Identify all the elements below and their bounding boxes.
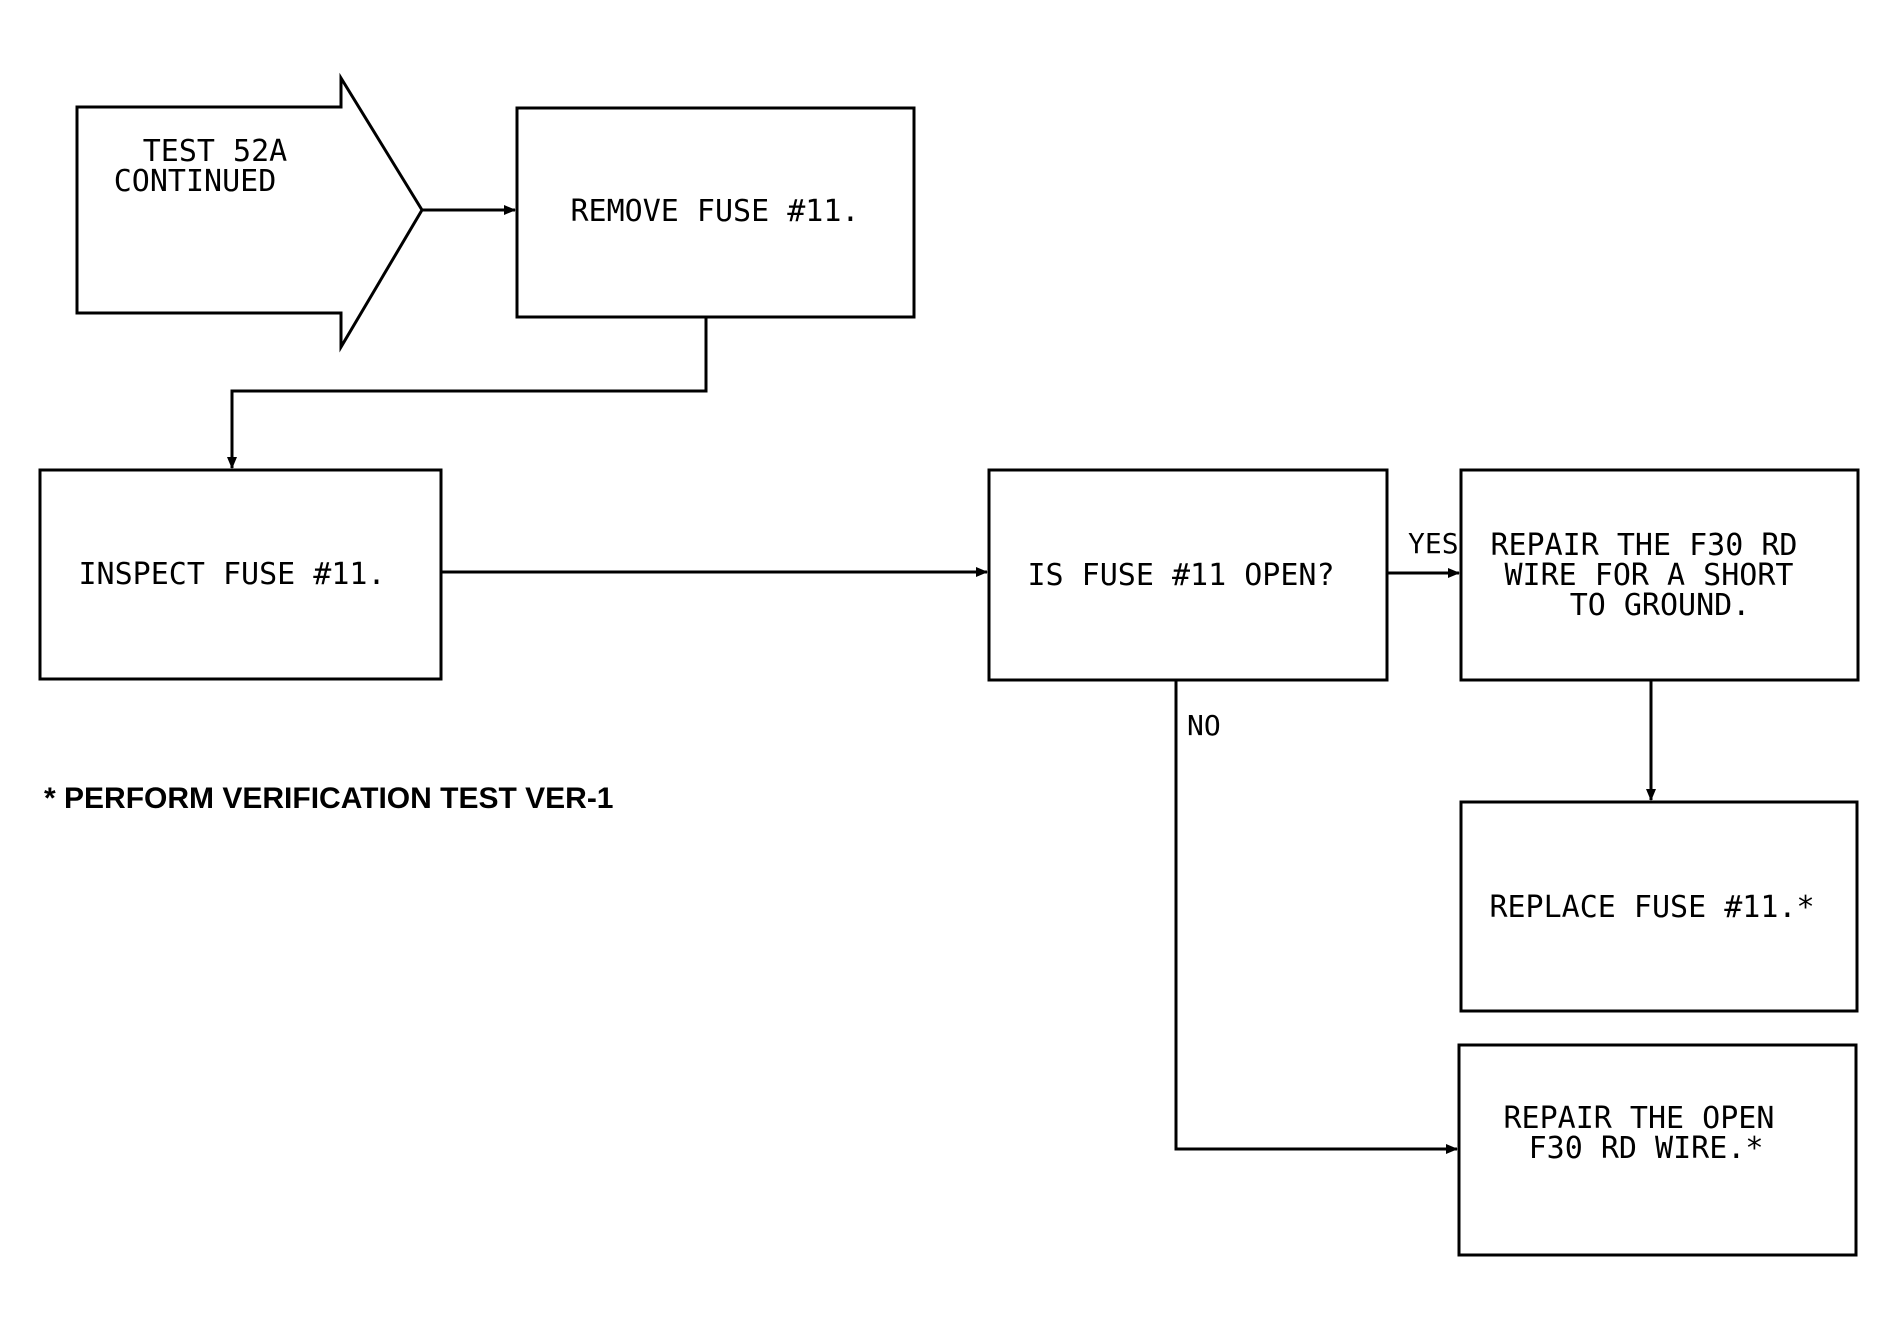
yes-branch-label: YES: [1408, 527, 1459, 560]
replace-fuse-label: REPLACE FUSE #11.*: [1489, 890, 1814, 925]
start-label-line-1: TEST 52A: [143, 134, 288, 169]
connector-remove-to-inspect: [227, 317, 708, 469]
repair-open-line-1: REPAIR THE OPEN: [1504, 1101, 1775, 1136]
repair-short-line-2: WIRE FOR A SHORT: [1504, 558, 1793, 593]
start-label-line-2: CONTINUED: [114, 164, 277, 199]
repair-open-box: REPAIR THE OPEN F30 RD WIRE.*: [1457, 1043, 1858, 1257]
inspect-fuse-label: INSPECT FUSE #11.: [78, 557, 385, 592]
no-branch-label: NO: [1187, 709, 1221, 742]
repair-short-box: REPAIR THE F30 RD WIRE FOR A SHORT TO GR…: [1459, 468, 1860, 682]
remove-fuse-label: REMOVE FUSE #11.: [571, 194, 860, 229]
verification-footnote: * PERFORM VERIFICATION TEST VER-1: [44, 782, 614, 815]
inspect-fuse-box: INSPECT FUSE #11.: [38, 468, 443, 681]
repair-open-line-2: F30 RD WIRE.*: [1529, 1131, 1764, 1166]
replace-fuse-box: REPLACE FUSE #11.*: [1459, 800, 1859, 1013]
repair-open-label: REPAIR THE OPEN F30 RD WIRE.*: [1504, 1101, 1793, 1166]
decision-fuse-open-label: IS FUSE #11 OPEN?: [1027, 558, 1334, 593]
repair-short-line-1: REPAIR THE F30 RD: [1490, 528, 1797, 563]
repair-short-label: REPAIR THE F30 RD WIRE FOR A SHORT TO GR…: [1490, 528, 1815, 623]
connector-no-branch: [1174, 680, 1458, 1154]
remove-fuse-box: REMOVE FUSE #11.: [515, 106, 916, 319]
start-arrow-label: TEST 52A CONTINUED: [114, 134, 306, 199]
start-arrow-node: TEST 52A CONTINUED: [75, 72, 424, 353]
repair-short-line-3: TO GROUND.: [1570, 588, 1751, 623]
decision-fuse-open-box: IS FUSE #11 OPEN?: [987, 468, 1389, 682]
